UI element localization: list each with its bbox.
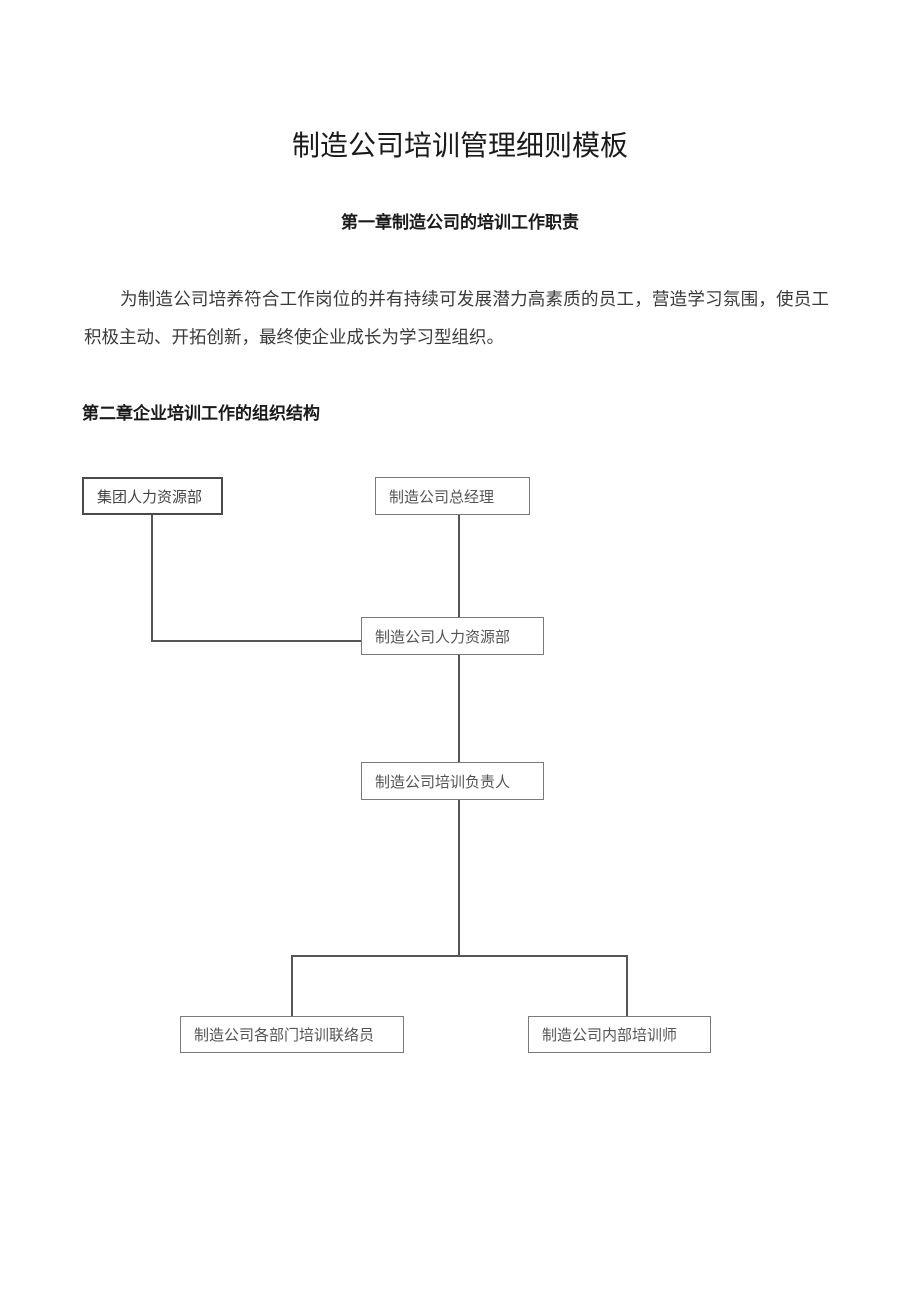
connector-branch-bar: [291, 955, 628, 957]
org-node-general-manager: 制造公司总经理: [375, 477, 530, 515]
org-node-training-lead: 制造公司培训负责人: [361, 762, 544, 800]
org-node-label: 集团人力资源部: [97, 487, 203, 506]
chapter1-paragraph: 为制造公司培养符合工作岗位的并有持续可发展潜力高素质的员工，营造学习氛围，使员工…: [84, 290, 829, 348]
org-node-label: 制造公司总经理: [389, 487, 495, 506]
chapter2-heading: 第二章企业培训工作的组织结构: [82, 404, 320, 424]
connector-group-hr-down: [151, 514, 153, 641]
connector-hr-to-lead: [458, 654, 460, 763]
connector-branch-right: [626, 955, 628, 1016]
org-node-group-hr: 集团人力资源部: [82, 477, 223, 515]
org-node-dept-liaison: 制造公司各部门培训联络员: [180, 1016, 404, 1053]
document-title: 制造公司培训管理细则模板: [291, 129, 628, 162]
connector-group-hr-across: [151, 640, 362, 642]
org-node-label: 制造公司各部门培训联络员: [194, 1026, 375, 1044]
org-node-internal-trainer: 制造公司内部培训师: [528, 1016, 711, 1053]
connector-branch-left: [291, 955, 293, 1016]
org-node-label: 制造公司内部培训师: [542, 1026, 678, 1044]
connector-gm-down: [458, 514, 460, 617]
org-node-label: 制造公司人力资源部: [375, 627, 511, 646]
chapter1-heading: 第一章制造公司的培训工作职责: [341, 213, 579, 233]
connector-lead-down: [458, 799, 460, 956]
org-node-company-hr: 制造公司人力资源部: [361, 617, 544, 655]
org-node-label: 制造公司培训负责人: [375, 772, 511, 791]
